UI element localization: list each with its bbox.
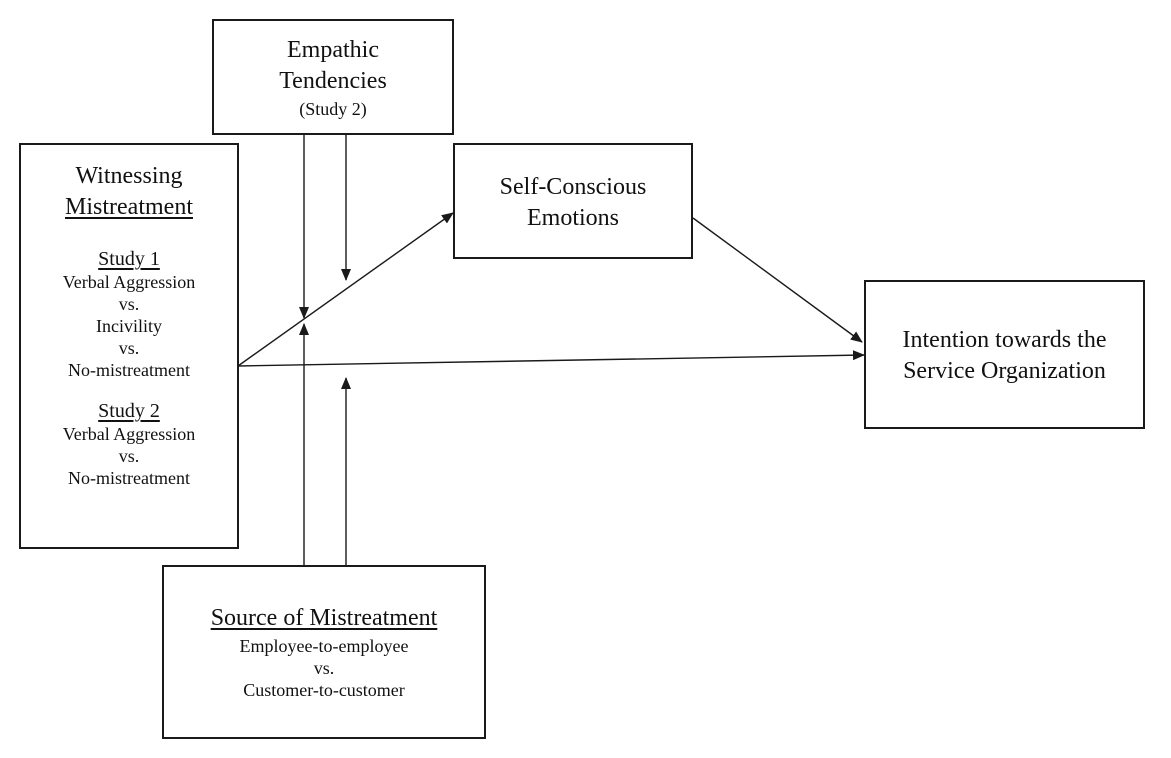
source-item: Employee-to-employee bbox=[239, 636, 409, 656]
empathic-title-line1: Empathic bbox=[287, 37, 379, 63]
witnessing-title-line1: Witnessing bbox=[75, 163, 183, 189]
study1-item: vs. bbox=[118, 294, 140, 314]
study2-heading: Study 2 bbox=[98, 400, 160, 422]
witnessing-title-line2: Mistreatment bbox=[65, 194, 193, 220]
intention-title-line1: Intention towards the bbox=[902, 327, 1107, 353]
study1-heading: Study 1 bbox=[98, 248, 160, 270]
empathic-title-line2: Tendencies bbox=[279, 68, 387, 94]
source-of-mistreatment-box: Source of Mistreatment Employee-to-emplo… bbox=[162, 565, 486, 739]
intention-title-line2: Service Organization bbox=[903, 358, 1106, 384]
study1-item: No-mistreatment bbox=[68, 360, 190, 380]
intention-box: Intention towards the Service Organizati… bbox=[864, 280, 1145, 429]
study2-item: vs. bbox=[118, 446, 140, 466]
study1-item: Verbal Aggression bbox=[62, 272, 196, 292]
arrow-emotions-to-intention bbox=[692, 217, 863, 343]
arrow-witnessing-to-intention bbox=[237, 350, 865, 367]
study2-block: Study 2 Verbal Aggression vs. No-mistrea… bbox=[21, 399, 237, 489]
self-conscious-emotions-box: Self-Conscious Emotions bbox=[453, 143, 693, 259]
study2-item: No-mistreatment bbox=[68, 468, 190, 488]
source-item: vs. bbox=[313, 658, 335, 678]
empathic-study-note: (Study 2) bbox=[299, 99, 367, 119]
study2-item: Verbal Aggression bbox=[62, 424, 196, 444]
witnessing-mistreatment-box: Witnessing Mistreatment Study 1 Verbal A… bbox=[19, 143, 239, 549]
study1-item: vs. bbox=[118, 338, 140, 358]
arrow-witnessing-to-emotions bbox=[237, 212, 454, 367]
empathic-tendencies-box: Empathic Tendencies (Study 2) bbox=[212, 19, 454, 135]
emotions-title-line1: Self-Conscious bbox=[499, 174, 647, 200]
emotions-title-line2: Emotions bbox=[526, 205, 619, 231]
study1-block: Study 1 Verbal Aggression vs. Incivility… bbox=[21, 247, 237, 381]
source-title: Source of Mistreatment bbox=[210, 605, 438, 631]
source-item: Customer-to-customer bbox=[243, 680, 405, 700]
study1-item: Incivility bbox=[96, 316, 162, 336]
